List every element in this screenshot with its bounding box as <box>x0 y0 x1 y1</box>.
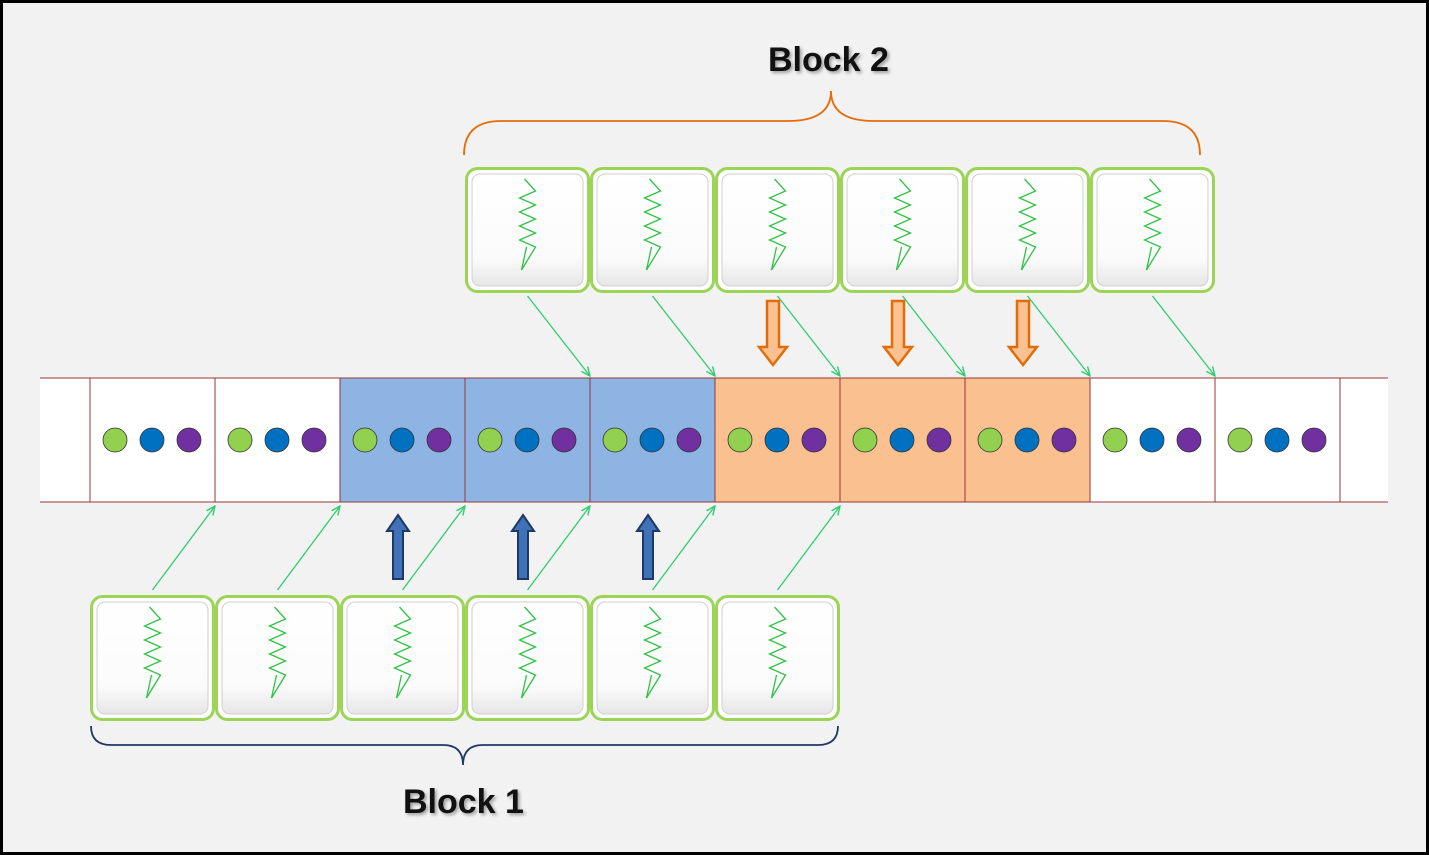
block1-brace <box>90 725 839 766</box>
block1-tile-2-zigzag <box>392 606 413 699</box>
strip-cell-0-dot-1 <box>139 427 165 453</box>
block2-tile-4-zigzag <box>1017 178 1038 271</box>
block2-connector-1 <box>651 295 716 376</box>
block1-connector-2 <box>401 506 466 591</box>
strip-cell-5-dot-1 <box>764 427 790 453</box>
block1-connector-3 <box>526 506 591 591</box>
block2-tile-5-zigzag <box>1142 178 1163 271</box>
block1-tile-4 <box>590 595 715 721</box>
up-arrow-1 <box>510 513 536 580</box>
strip-cell-6-dot-2 <box>926 427 952 453</box>
block1-tile-3-zigzag <box>517 606 538 699</box>
block1-connector-1 <box>276 506 341 591</box>
strip-cell-9-dot-2 <box>1301 427 1327 453</box>
block1-tile-1 <box>215 595 340 721</box>
strip-cell-0-dot-0 <box>102 427 128 453</box>
strip-cell-2-dot-1 <box>389 427 415 453</box>
block2-tile-5 <box>1090 167 1215 293</box>
block2-tile-3-zigzag <box>892 178 913 271</box>
strip-cell-5-dot-0 <box>727 427 753 453</box>
down-arrow-1 <box>881 299 915 368</box>
strip-cell-8-dot-0 <box>1102 427 1128 453</box>
strip-cell-7-dot-0 <box>977 427 1003 453</box>
strip-cell-5-dot-2 <box>801 427 827 453</box>
block1-connector-0 <box>151 506 216 591</box>
block2-tile-2-zigzag <box>767 178 788 271</box>
strip-cell-3-dot-2 <box>551 427 577 453</box>
block1-tile-1-zigzag <box>267 606 288 699</box>
strip-cell-9-dot-0 <box>1227 427 1253 453</box>
block2-brace <box>463 90 1201 156</box>
block2-tile-0-zigzag <box>517 178 538 271</box>
strip-cell-1-dot-1 <box>264 427 290 453</box>
strip-cell-4-dot-2 <box>676 427 702 453</box>
block1-label: Block 1 <box>403 783 524 821</box>
down-arrow-2 <box>1006 299 1040 368</box>
block2-connector-3 <box>901 295 966 376</box>
block2-tile-1 <box>590 167 715 293</box>
block1-tile-3 <box>465 595 590 721</box>
strip-cell-1-dot-0 <box>227 427 253 453</box>
block2-connector-2 <box>776 295 841 376</box>
strip-cell-6-dot-0 <box>852 427 878 453</box>
block1-connector-5 <box>776 506 841 591</box>
strip-cell-8-dot-1 <box>1139 427 1165 453</box>
block1-tile-2 <box>340 595 465 721</box>
strip-cell-1-dot-2 <box>301 427 327 453</box>
block1-tile-0-zigzag <box>142 606 163 699</box>
block2-tile-0 <box>465 167 590 293</box>
block2-tile-1-zigzag <box>642 178 663 271</box>
up-arrow-0 <box>385 513 411 580</box>
diagram-canvas <box>40 90 1388 766</box>
block1-tile-5-zigzag <box>767 606 788 699</box>
strip-cell-3-dot-0 <box>477 427 503 453</box>
strip-cell-7-dot-2 <box>1051 427 1077 453</box>
strip-cell-8-dot-2 <box>1176 427 1202 453</box>
block2-label: Block 2 <box>768 41 889 79</box>
block1-connector-4 <box>651 506 716 591</box>
block2-connector-5 <box>1151 295 1216 376</box>
block2-tile-4 <box>965 167 1090 293</box>
block2-tile-3 <box>840 167 965 293</box>
strip-cell-4-dot-1 <box>639 427 665 453</box>
up-arrow-2 <box>635 513 661 580</box>
strip-cell-6-dot-1 <box>889 427 915 453</box>
strip-cell-4-dot-0 <box>602 427 628 453</box>
strip-cell-9-dot-1 <box>1264 427 1290 453</box>
block2-connector-4 <box>1026 295 1091 376</box>
strip-cell-2-dot-0 <box>352 427 378 453</box>
strip-cell-2-dot-2 <box>426 427 452 453</box>
strip-cell-0-dot-2 <box>176 427 202 453</box>
block2-connector-0 <box>526 295 591 376</box>
block1-tile-0 <box>90 595 215 721</box>
block2-tile-2 <box>715 167 840 293</box>
block1-tile-4-zigzag <box>642 606 663 699</box>
strip-cell-3-dot-1 <box>514 427 540 453</box>
block1-tile-5 <box>715 595 840 721</box>
down-arrow-0 <box>756 299 790 368</box>
strip-cell-7-dot-1 <box>1014 427 1040 453</box>
